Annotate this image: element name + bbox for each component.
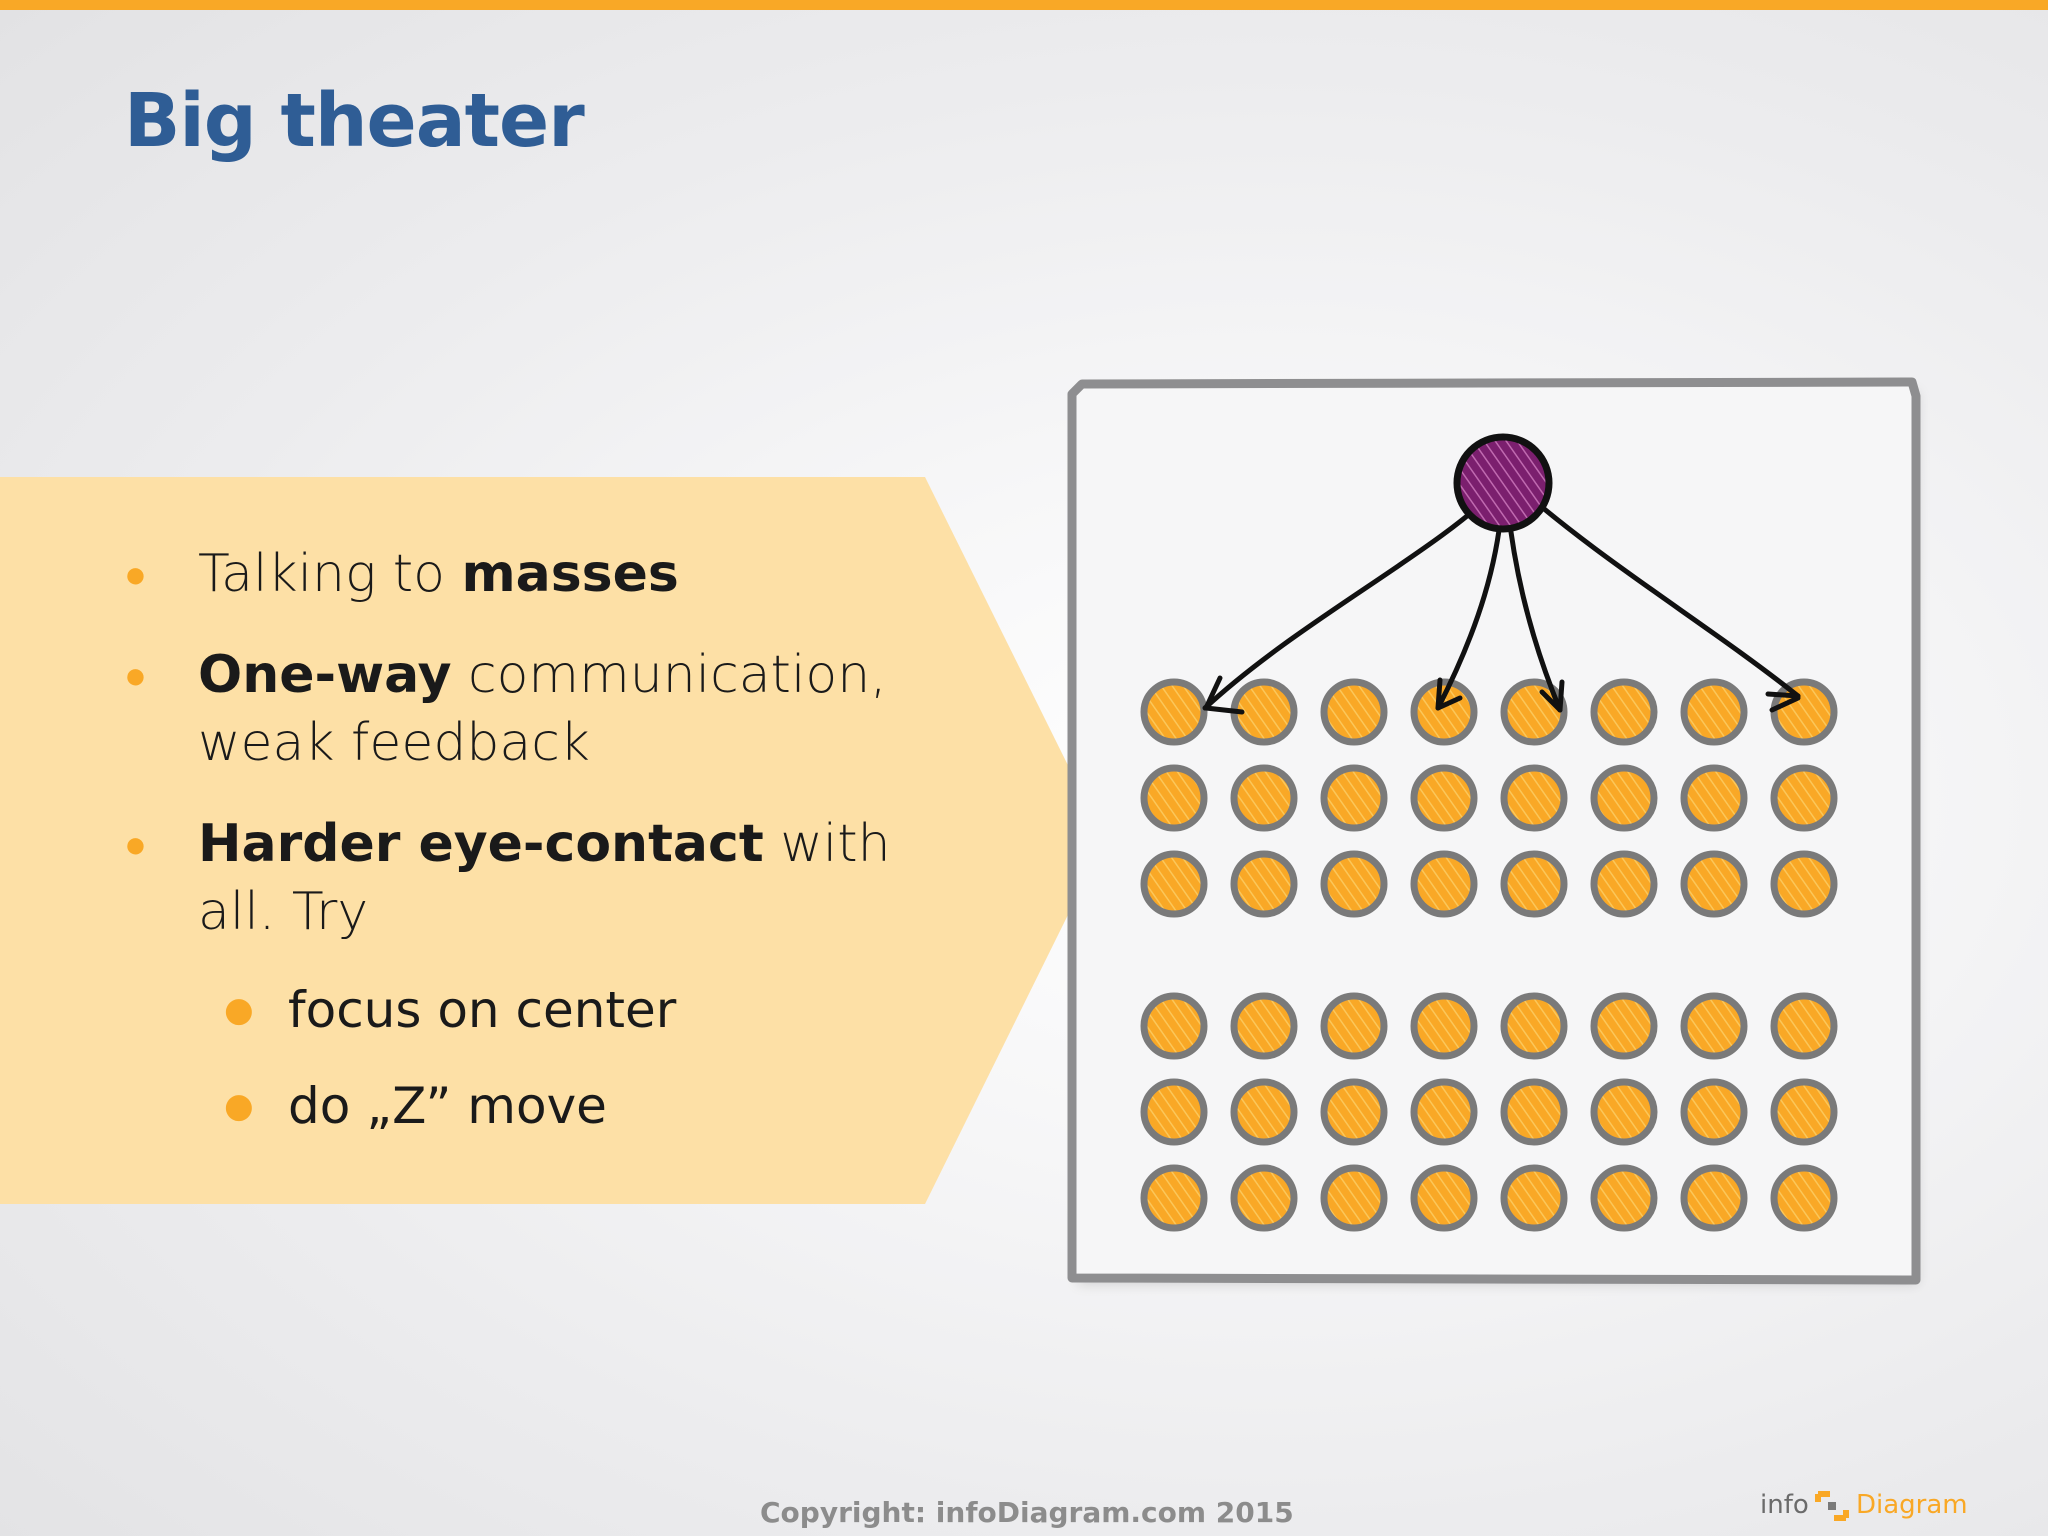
seat-icon [1320, 678, 1388, 746]
audience-seats [1140, 678, 1838, 1232]
seat-icon [1770, 764, 1838, 832]
seat-icon [1410, 1078, 1478, 1146]
bullet-text: communication, weak feedback [198, 645, 887, 773]
bullet-dot-icon: ● [224, 1086, 254, 1126]
seat-icon [1140, 1078, 1208, 1146]
seat-icon [1770, 1078, 1838, 1146]
top-accent-bar [0, 0, 2048, 10]
bullet-bold-text: masses [461, 544, 679, 604]
seat-icon [1770, 1164, 1838, 1232]
logo-text-right: Diagram [1856, 1490, 1968, 1520]
arrow-icon [1539, 679, 1565, 713]
seat-icon [1410, 850, 1478, 918]
seat-icon [1590, 1078, 1658, 1146]
bullet-dot-icon: ● [124, 552, 147, 596]
seat-icon [1410, 764, 1478, 832]
seat-icon [1680, 764, 1748, 832]
seat-icon [1500, 992, 1568, 1060]
theater-diagram [1067, 377, 1921, 1285]
seat-icon [1140, 850, 1208, 918]
seat-icon [1410, 1164, 1478, 1232]
seat-icon [1230, 1164, 1298, 1232]
seat-icon [1680, 850, 1748, 918]
seat-icon [1230, 1078, 1298, 1146]
arrow-icon [1435, 677, 1463, 711]
seat-icon [1320, 764, 1388, 832]
seat-icon [1680, 992, 1748, 1060]
seat-icon [1320, 850, 1388, 918]
seat-icon [1680, 678, 1748, 746]
seat-icon [1320, 1164, 1388, 1232]
sub-bullet-text: focus on center [288, 981, 677, 1039]
bullet-dot-icon: ● [224, 990, 254, 1030]
seat-icon [1680, 1078, 1748, 1146]
copyright-text: Copyright: infoDiagram.com 2015 [760, 1496, 1294, 1529]
seat-icon [1230, 764, 1298, 832]
sub-bullet-text: do „Z” move [288, 1077, 607, 1135]
seat-icon [1320, 992, 1388, 1060]
seat-icon [1410, 992, 1478, 1060]
seat-icon [1770, 678, 1838, 746]
stage-frame [1074, 386, 1914, 1278]
sub-bullet-item: ● do „Z” move [224, 1074, 984, 1138]
stage-frame-outline [1067, 377, 1921, 1285]
sub-bullet-item: ● focus on center [224, 978, 984, 1042]
bullet-item: ● Talking to masses [124, 540, 984, 608]
seat-icon [1590, 678, 1658, 746]
seat-icon [1770, 992, 1838, 1060]
seat-icon [1680, 1164, 1748, 1232]
seat-icon [1590, 992, 1658, 1060]
seat-icon [1500, 850, 1568, 918]
slide-title: Big theater [124, 78, 585, 164]
seat-icon [1140, 678, 1208, 746]
seat-icon [1230, 992, 1298, 1060]
bullet-dot-icon: ● [124, 653, 147, 697]
highlight-banner [0, 477, 1105, 1204]
bullet-dot-icon: ● [124, 822, 147, 866]
bullet-text: Talking to [198, 544, 462, 604]
seat-icon [1320, 1078, 1388, 1146]
bullet-bold-text: Harder eye-contact [198, 814, 764, 874]
seat-icon [1140, 764, 1208, 832]
speaker-icon [1453, 433, 1553, 533]
seat-icon [1140, 992, 1208, 1060]
bullet-item: ● One-way communication, weak feedback [124, 641, 984, 777]
seat-icon [1140, 1164, 1208, 1232]
seat-icon [1590, 850, 1658, 918]
seat-icon [1590, 764, 1658, 832]
bullet-item: ● Harder eye-contact with all. Try [124, 810, 984, 946]
seat-icon [1230, 850, 1298, 918]
infodiagram-logo-icon [1815, 1491, 1849, 1521]
bullet-text: with all. Try [198, 814, 891, 942]
arrow-icon [1765, 691, 1801, 713]
bullet-list: ● Talking to masses ● One-way communicat… [124, 540, 984, 1138]
seat-icon [1500, 764, 1568, 832]
bullet-bold-text: One-way [198, 645, 452, 705]
seat-icon [1770, 850, 1838, 918]
arrow-icon [1512, 481, 1801, 699]
infodiagram-logo: info Diagram [1760, 1486, 1968, 1530]
seat-icon [1500, 1164, 1568, 1232]
logo-text-left: info [1760, 1490, 1809, 1520]
seat-icon [1500, 1078, 1568, 1146]
seat-icon [1590, 1164, 1658, 1232]
arrow-icon [1203, 675, 1245, 715]
